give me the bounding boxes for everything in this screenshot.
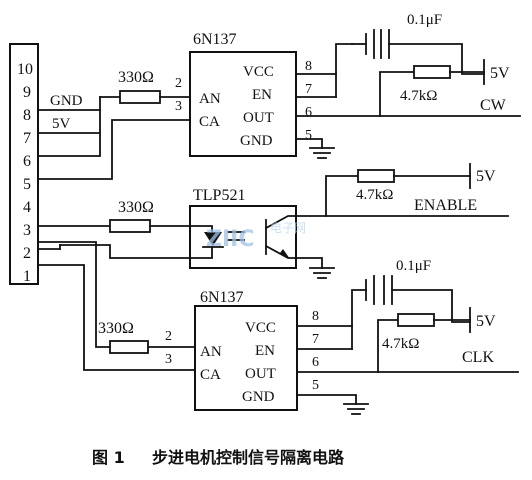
chip3-pin-gnd-label: GND [242,389,275,405]
chip3-pin-7-num: 7 [312,332,319,347]
watermark-text: 电子网 [270,221,306,235]
chip3-body [194,305,298,411]
connector-5v-label: 5V [52,116,71,132]
optocoupler-cw: 6N137 AN CA 2 3 VCC EN OUT GND 8 7 6 5 3… [37,12,521,180]
chip1-pullup-value: 4.7kΩ [400,88,437,104]
watermark-logo: ZIIC [206,227,254,252]
chip2-input-resistor [109,219,151,233]
wire-pin5-to-ca [37,119,191,180]
chip2-input-resistor-value: 330Ω [118,199,154,216]
wire-pin1-to-ca [37,264,196,371]
chip3-pullup-resistor [397,313,435,327]
chip1-capacitor-value: 0.1μF [407,12,442,28]
chip1-pin-6-num: 6 [305,105,312,120]
chip1-pin-en-label: EN [252,87,272,103]
connector-pin-9: 9 [23,84,31,101]
connector-body [9,43,39,285]
chip3-capacitor-value: 0.1μF [396,258,431,274]
chip1-supply-label: 5V [490,65,510,82]
optocoupler-clk: 6N137 AN CA 2 3 VCC EN OUT GND 8 7 6 5 3… [37,241,519,415]
chip1-pin-out-label: OUT [243,110,274,126]
chip3-input-resistor [109,340,149,354]
connector-pin-10: 10 [17,61,33,78]
connector-pin-4: 4 [23,199,31,216]
connector-pin-7: 7 [23,130,31,147]
connector-pin-6: 6 [23,153,31,170]
chip3-pullup-value: 4.7kΩ [382,336,419,352]
chip2-led-icon [204,232,222,246]
caption-figure-number: 图 1 [92,448,125,467]
chip1-pin-7-num: 7 [305,82,312,97]
chip1-pin-vcc-label: VCC [243,64,274,80]
chip1-pin-3-num: 3 [175,99,182,114]
chip3-pin-6-num: 6 [312,355,319,370]
chip1-input-resistor-value: 330Ω [118,69,154,86]
chip1-output-signal: CW [480,97,507,114]
chip1-pin-gnd-label: GND [240,133,273,149]
chip2-pullup-resistor [357,169,395,183]
chip1-pin-ca-label: CA [199,114,220,130]
chip3-supply-label: 5V [476,313,496,330]
chip1-pullup-resistor [413,65,451,79]
connector-pin-1: 1 [23,268,31,285]
chip2-name: TLP521 [193,187,245,204]
wire-pin6-to-an [37,96,101,157]
chip3-pin-out-label: OUT [245,366,276,382]
chip3-input-resistor-value: 330Ω [98,320,134,337]
optocoupler-enable: TLP521 330Ω 5V 4.7kΩ ENABLE [37,163,509,279]
watermark: ZIIC 电子网 [206,221,306,252]
chip1-name: 6N137 [193,31,237,48]
chip3-pin-ca-label: CA [200,367,221,383]
chip3-pin-5-num: 5 [312,378,319,393]
chip1-input-resistor [119,90,161,104]
connector-pin-8: 8 [23,107,31,124]
chip1-pin-2-num: 2 [175,76,182,91]
chip2-output-signal: ENABLE [414,197,477,214]
connector-pin-5: 5 [23,176,31,193]
connector-pin-3: 3 [23,222,31,239]
chip3-pin-2-num: 2 [165,329,172,344]
chip1-pin-5-num: 5 [305,128,312,143]
chip1-pin-an-label: AN [199,91,221,107]
connector-pin-2: 2 [23,245,31,262]
caption-title: 步进电机控制信号隔离电路 [152,448,345,467]
chip3-name: 6N137 [200,289,244,306]
connector: 10 9 8 7 6 5 4 3 2 1 GND 5V [9,43,101,285]
chip1-body [189,51,297,157]
wire-pin2-to-led [59,244,213,259]
connector-gnd-label: GND [50,93,83,109]
chip3-pin-en-label: EN [255,343,275,359]
chip3-pin-vcc-label: VCC [245,320,276,336]
chip3-output-signal: CLK [462,349,494,366]
chip2-supply-label: 5V [476,168,496,185]
chip3-pin-3-num: 3 [165,352,172,367]
chip2-pullup-value: 4.7kΩ [356,187,393,203]
wire-pin2-to-an [37,241,111,348]
chip3-pin-an-label: AN [200,344,222,360]
chip1-pin-8-num: 8 [305,59,312,74]
chip3-pin-8-num: 8 [312,309,319,324]
